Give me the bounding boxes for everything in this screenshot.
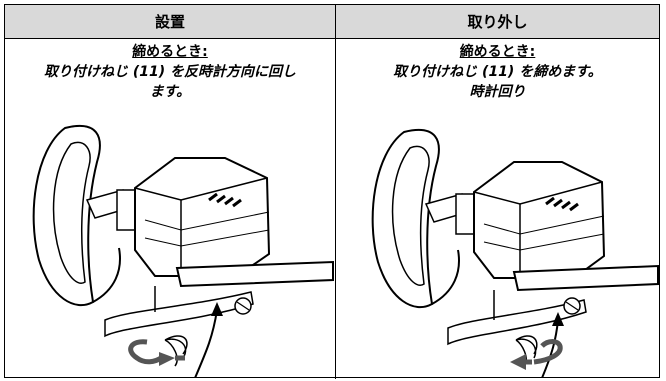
header-install: 設置 (5, 5, 336, 39)
caption-title: 締めるとき: (132, 44, 208, 60)
caption-removal: 締めるとき: 取り付けねじ (11) を締めます。 時計回り (336, 42, 659, 102)
caption-install: 締めるとき: 取り付けねじ (11) を反時計方向に回し ます。 (5, 42, 335, 102)
screw-knob (164, 335, 188, 367)
wheel-base-body (473, 161, 606, 279)
caption-line-1: 取り付けねじ (11) を締めます。 (393, 64, 602, 80)
rotation-arrow-cw (533, 339, 563, 365)
illustration-install (32, 125, 334, 378)
table-top (512, 264, 659, 292)
caption-title: 締めるとき: (459, 44, 536, 60)
caption-line-2: 時計回り (469, 84, 526, 100)
curved-arrow (541, 319, 559, 378)
rotation-arrow-ccw (128, 339, 163, 365)
wheel-base-body (134, 157, 271, 277)
illustration-removal (371, 129, 659, 378)
header-removal: 取り外し (336, 5, 659, 39)
wheel-rim-inner (52, 141, 91, 284)
cell-install: 締めるとき: 取り付けねじ (11) を反時計方向に回し ます。 (5, 40, 335, 378)
curved-arrow (194, 309, 218, 378)
column-divider (335, 39, 336, 379)
clamp-arm (104, 291, 254, 338)
table-top (175, 260, 334, 288)
caption-line-2: ます。 (149, 84, 191, 100)
caption-line-1: 取り付けねじ (11) を反時計方向に回し (43, 64, 297, 80)
vent-grille (208, 192, 242, 208)
wheel-rim-inner (391, 145, 430, 286)
vent-grille (545, 196, 579, 212)
cell-removal: 締めるとき: 取り付けねじ (11) を締めます。 時計回り (336, 40, 659, 378)
instruction-table: 設置 取り外し (4, 4, 660, 379)
clamp-arm (447, 299, 587, 346)
